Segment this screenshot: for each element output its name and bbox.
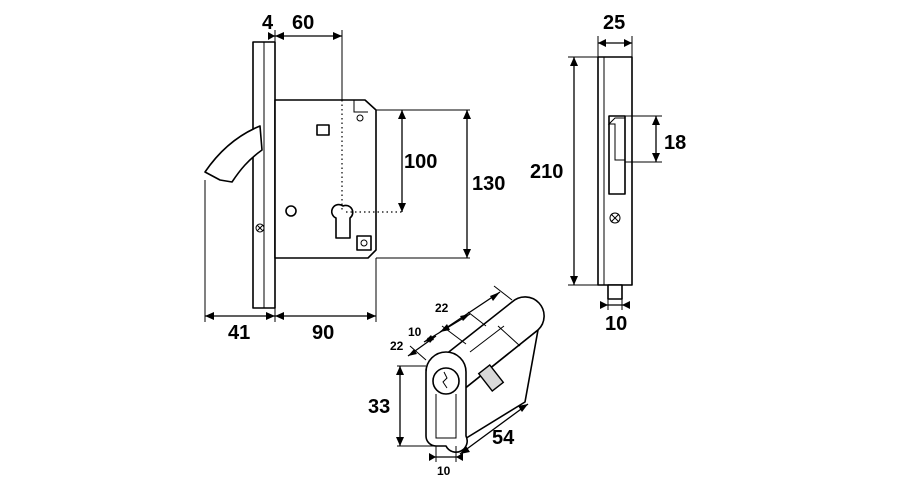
hook-bolt <box>204 125 263 183</box>
keyhole-icon <box>330 203 354 239</box>
dim-backset: 60 <box>292 12 314 34</box>
dim-case-depth: 90 <box>312 322 334 344</box>
dim-hook-projection: 41 <box>228 322 250 344</box>
lock-front-view: 4 60 100 130 41 90 <box>204 12 505 344</box>
key-slot-icon <box>442 371 448 389</box>
euro-cylinder: 22 10 22 33 54 10 <box>368 285 545 478</box>
dim-faceplate-thickness: 4 <box>262 12 274 34</box>
bottom-tab <box>607 284 623 300</box>
dim-side-bottom-width: 10 <box>605 313 627 335</box>
dim-cylinder-bottom-width: 10 <box>437 464 451 478</box>
dim-hook-opening: 18 <box>664 132 686 154</box>
dim-side-height: 210 <box>530 161 563 183</box>
lock-case <box>274 99 377 259</box>
dim-cylinder-top-length: 22 <box>435 301 449 315</box>
cylinder-plug <box>432 367 460 395</box>
faceplate-screw-icon <box>255 223 265 233</box>
dim-spindle-to-cylinder: 100 <box>404 151 437 173</box>
hook-slot <box>608 115 626 195</box>
dim-cylinder-height: 33 <box>368 396 390 418</box>
lock-side-view: 25 210 18 10 <box>530 12 686 335</box>
case-hole <box>285 205 297 217</box>
side-screw-icon <box>609 212 621 224</box>
dim-case-height: 130 <box>472 173 505 195</box>
dim-side-width: 25 <box>603 12 625 34</box>
dim-cylinder-side-length: 22 <box>390 339 404 353</box>
case-corner-top <box>353 100 368 113</box>
cylinder-front-face <box>425 351 468 453</box>
case-screw-icon <box>356 114 364 122</box>
dim-cylinder-length: 54 <box>492 427 515 449</box>
follower-square <box>316 124 330 136</box>
dim-cam-width: 10 <box>408 325 422 339</box>
case-corner-bottom <box>356 235 372 251</box>
cylinder-cam <box>477 364 505 392</box>
